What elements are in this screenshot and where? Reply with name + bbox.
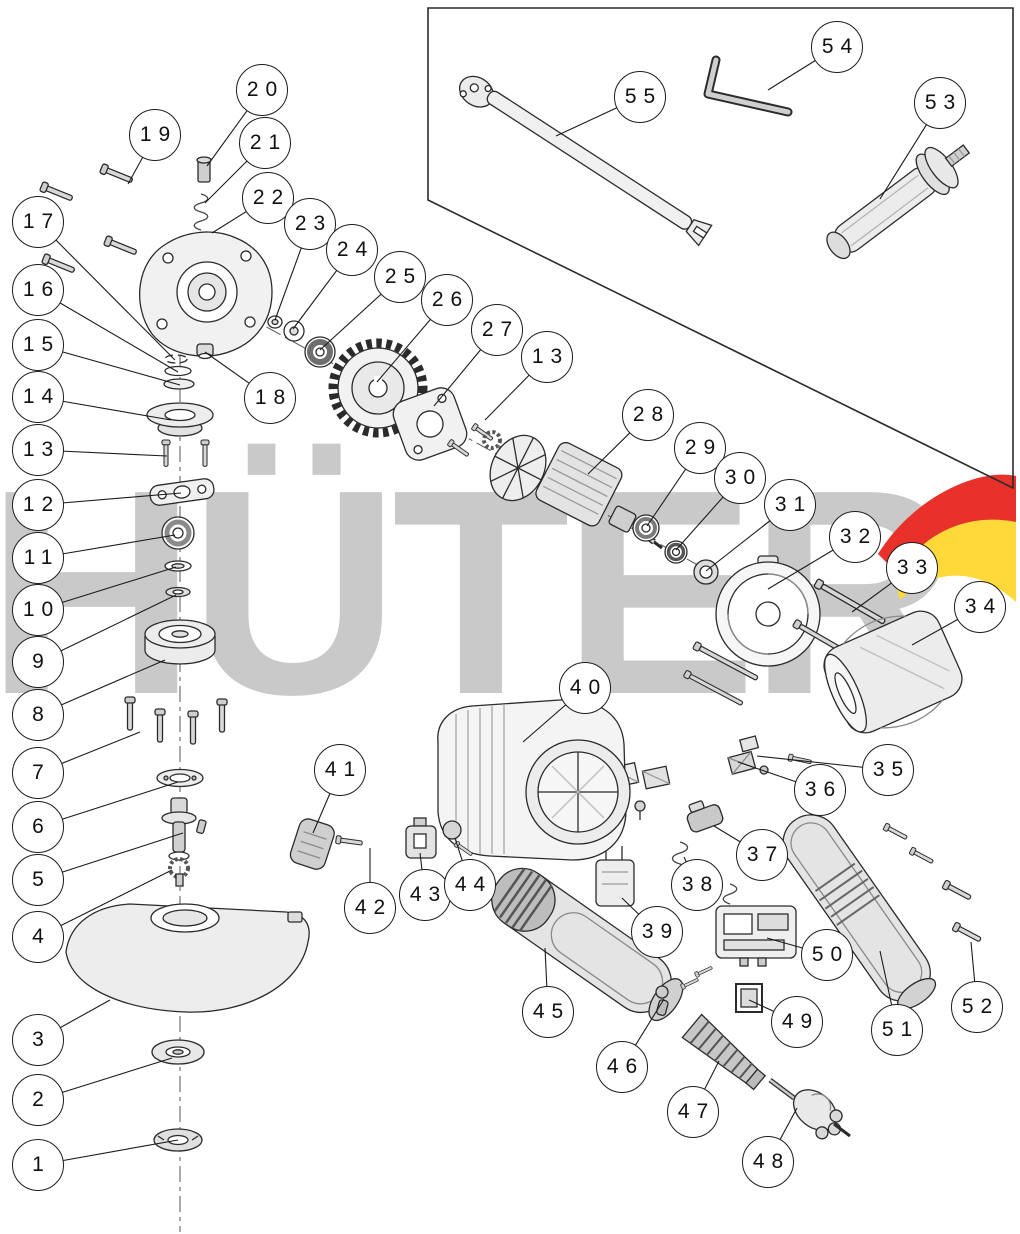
switch-part: [715, 883, 797, 967]
handle-shell-upper-part: [782, 814, 937, 1010]
clamp-flange-parts: [151, 1039, 205, 1152]
armature-part: [482, 430, 663, 550]
housing-screws-part: [38, 162, 139, 276]
brush-holder-parts: [608, 735, 813, 820]
hex-key-part: [703, 55, 793, 117]
terminal-block-part: [735, 983, 763, 1013]
motor-housing-part: [437, 699, 631, 861]
brush-cap-parts: [289, 817, 474, 870]
pin-wrench-part: [458, 75, 713, 247]
cord-guard-part: [681, 1013, 767, 1091]
capacitor-part: [595, 846, 635, 907]
clip-part: [655, 964, 714, 1016]
lock-button-part: [671, 800, 724, 876]
spacer-washers-part: [267, 315, 336, 368]
wheel-guard-part: [65, 903, 310, 1013]
handle-shell-lower-part: [491, 867, 684, 1022]
air-deflector-part: [715, 555, 821, 667]
bearing-plate-part: [392, 387, 468, 461]
gear-housing-part: [139, 156, 273, 360]
power-plug-part: [768, 1078, 851, 1140]
stator-part: [823, 610, 963, 734]
side-handle-part: [826, 144, 971, 260]
accessory-box: [427, 7, 1014, 490]
huter-logo-swoosh: [878, 474, 1016, 602]
motor-bearings-part: [632, 514, 719, 585]
spindle-stack-parts: [124, 354, 228, 887]
